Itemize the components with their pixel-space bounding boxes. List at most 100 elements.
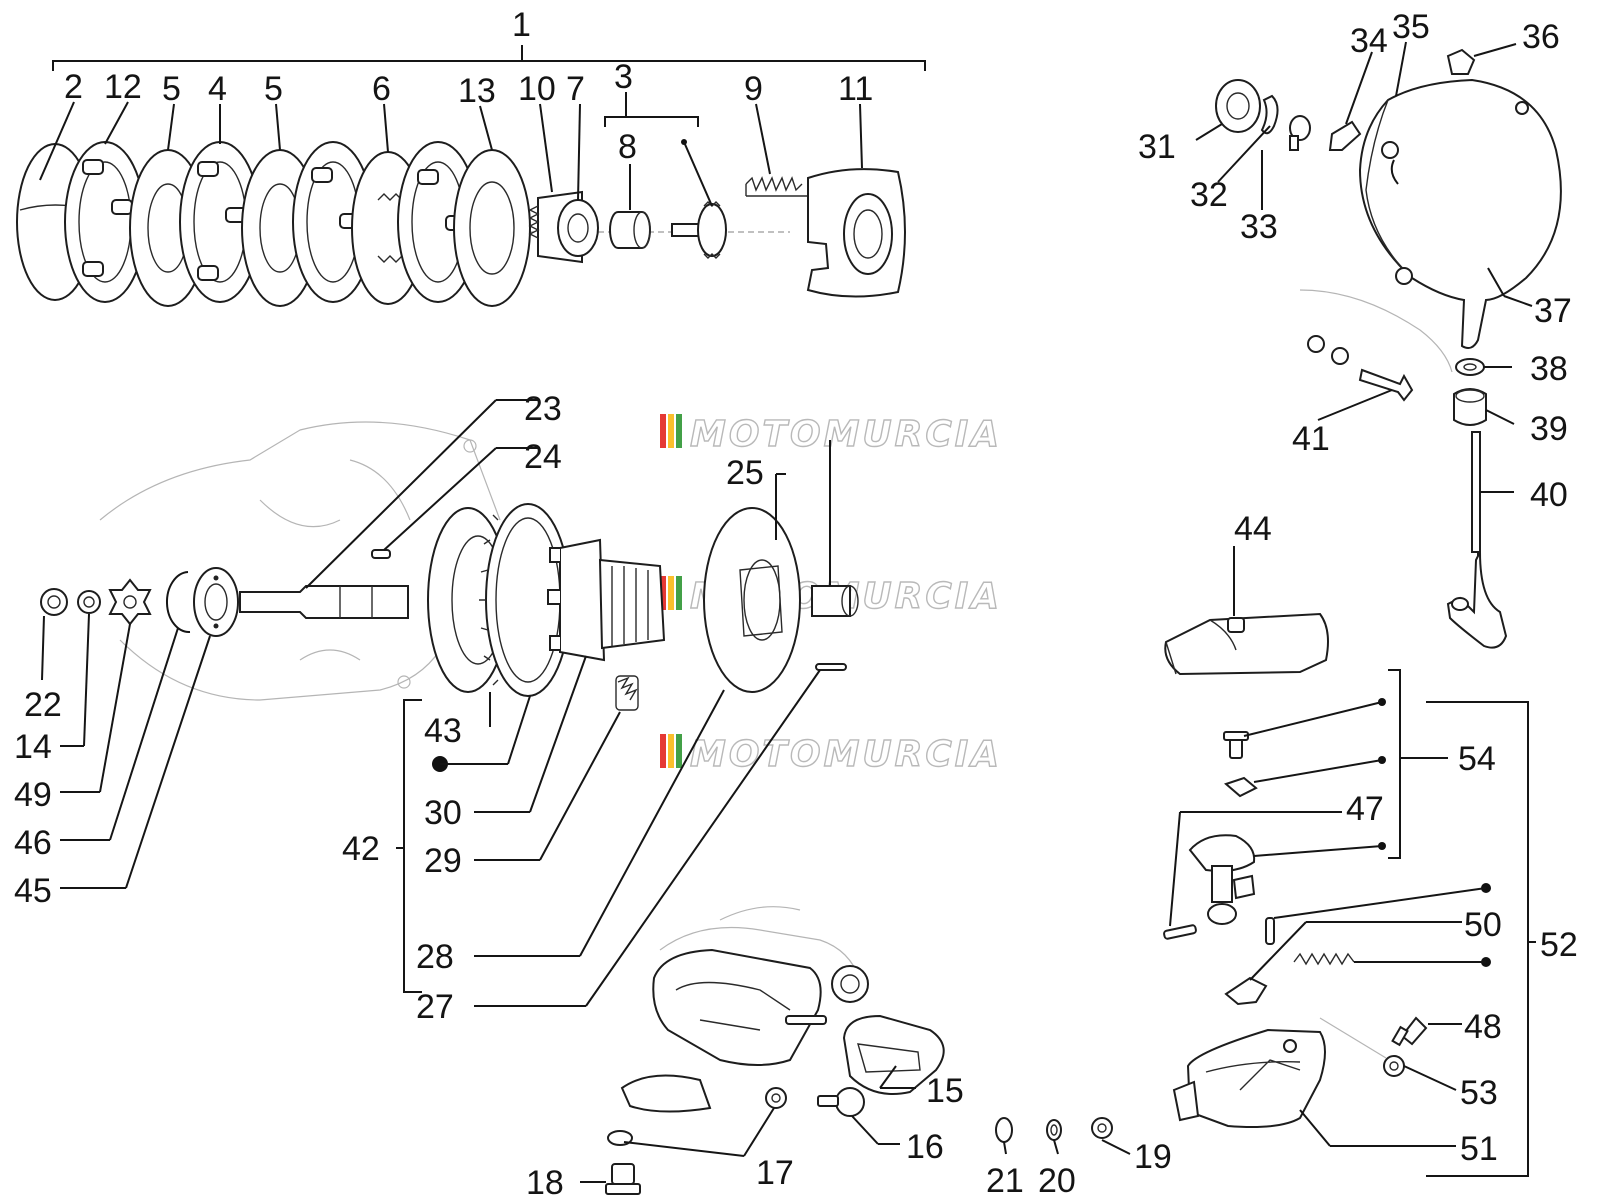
label-27: 27	[416, 988, 454, 1026]
part-18-bolt	[605, 1163, 641, 1195]
watermark-top: MOTOMURCIA	[660, 413, 1002, 456]
leader-36	[1473, 43, 1517, 57]
leader-24	[383, 447, 497, 551]
label-38: 38	[1530, 350, 1568, 388]
part-54-block	[1224, 776, 1258, 798]
part-gear-cluster	[547, 538, 666, 662]
callout-labels: 1 2 12 5 4 5 6 13 10 7 3 8 9 11 23 24 25…	[14, 6, 1578, 1200]
label-51: 51	[1460, 1130, 1498, 1168]
part-26-shaft-end	[811, 585, 859, 617]
part-36-cap-screw	[1446, 48, 1476, 75]
label-47: 47	[1346, 790, 1384, 828]
leader-37	[1487, 267, 1505, 297]
label-30: 30	[424, 794, 462, 832]
label-37: 37	[1534, 292, 1572, 330]
part-52-spring-pin	[1293, 952, 1355, 966]
label-45: 45	[14, 872, 52, 910]
part-54-screw	[1223, 731, 1249, 759]
leader-9	[755, 103, 771, 175]
label-28: 28	[416, 938, 454, 976]
part-7-bushing	[557, 199, 599, 257]
label-3: 3	[614, 58, 633, 96]
part-12-friction-plate	[64, 141, 146, 303]
leader-13	[479, 105, 493, 151]
label-21: 21	[986, 1162, 1024, 1200]
part-46-circlip	[165, 571, 191, 634]
leader-28	[579, 689, 725, 957]
leader-32	[1217, 125, 1271, 183]
part-50-lever	[1224, 976, 1268, 1006]
part-25-thrust-plate	[703, 507, 801, 693]
bracket-3	[604, 116, 699, 127]
label-10: 10	[518, 70, 556, 108]
label-35: 35	[1392, 8, 1430, 46]
leader-49	[99, 623, 131, 793]
leader-46	[109, 627, 179, 841]
leader-5a	[167, 103, 175, 151]
leader-31	[1195, 123, 1223, 141]
label-31: 31	[1138, 128, 1176, 166]
leader-11	[859, 103, 863, 169]
part-8-sleeve	[609, 211, 651, 249]
part-39-bushing	[1453, 388, 1487, 426]
part-47-pin	[1163, 924, 1197, 940]
part-24-key	[371, 549, 391, 559]
leader-45	[125, 635, 211, 889]
leader-20	[1053, 1139, 1059, 1155]
leader-54b	[1253, 759, 1383, 783]
part-45-bearing	[193, 567, 239, 637]
part-22-nut	[40, 588, 68, 616]
label-6: 6	[372, 70, 391, 108]
part-19-nut	[1091, 1117, 1113, 1139]
label-48: 48	[1464, 1008, 1502, 1046]
watermark-bottom: MOTOMURCIA	[660, 733, 1000, 776]
leader-17a	[623, 1141, 745, 1157]
leader-5b	[275, 103, 281, 151]
watermark-stripe-yellow	[668, 414, 674, 448]
label-29: 29	[424, 842, 462, 880]
leader-29	[539, 711, 621, 861]
label-5-second: 5	[264, 70, 283, 108]
dashed-guide	[1319, 1017, 1387, 1059]
leader-16	[851, 1115, 879, 1145]
label-17: 17	[756, 1154, 794, 1192]
label-43: 43	[424, 712, 462, 750]
watermark-stripe-green	[676, 576, 682, 610]
part-29-small-spring	[615, 675, 639, 711]
engine-cover-group	[580, 906, 1131, 1195]
watermark-stripe-green	[676, 734, 682, 768]
label-33: 33	[1240, 208, 1278, 246]
part-44-rubber-pad	[1164, 612, 1329, 676]
label-23: 23	[524, 390, 562, 428]
label-18: 18	[526, 1164, 564, 1200]
watermark-stripe-yellow	[668, 734, 674, 768]
part-32-clip	[1260, 94, 1279, 135]
leader-53	[1403, 1065, 1457, 1091]
label-2: 2	[64, 68, 83, 106]
label-4: 4	[208, 70, 227, 108]
part-38-washer	[1455, 358, 1485, 376]
bracket-1	[52, 60, 926, 71]
part-49-lock-washer	[108, 578, 152, 626]
watermark-text: MOTOMURCIA	[690, 414, 1002, 455]
leader-30	[529, 655, 587, 813]
leader-14	[83, 613, 90, 747]
leader-21	[1003, 1141, 1007, 1155]
cover-right-group	[1195, 41, 1562, 649]
label-12: 12	[104, 68, 142, 106]
leader-51	[1299, 1109, 1331, 1147]
leader-37-h	[1503, 295, 1533, 307]
label-50: 50	[1464, 906, 1502, 944]
label-20: 20	[1038, 1162, 1076, 1200]
watermark-stripe-green	[676, 414, 682, 448]
watermark-stripe-red	[660, 414, 666, 448]
label-24: 24	[524, 438, 562, 476]
label-5-first: 5	[162, 70, 181, 108]
label-15: 15	[926, 1072, 964, 1110]
watermark-stripe-red	[660, 734, 666, 768]
leader-54a	[1243, 701, 1383, 737]
part-23-primary-shaft	[239, 585, 409, 619]
part-53-nut	[1383, 1055, 1405, 1077]
label-9: 9	[744, 70, 763, 108]
